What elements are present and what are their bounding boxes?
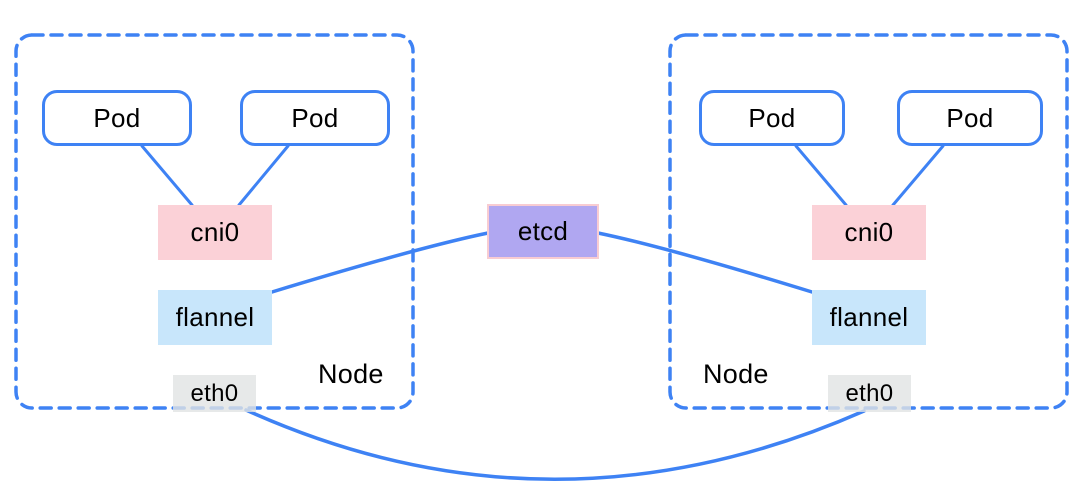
node1-pod1-box: Pod xyxy=(42,90,192,146)
node2-flannel-box: flannel xyxy=(812,290,926,345)
node1-eth0-box: eth0 xyxy=(173,375,256,412)
node2-pod2-box: Pod xyxy=(897,90,1043,146)
edge-node1-eth0-to-node2-eth0 xyxy=(244,408,866,481)
edge-node2-pod2-to-cni0 xyxy=(891,144,945,207)
node2-eth0-box: eth0 xyxy=(828,375,911,412)
edge-node1-pod1-to-cni0 xyxy=(140,144,194,207)
edge-node1-flannel-to-etcd xyxy=(270,231,490,294)
node1-cni0-box: cni0 xyxy=(158,205,272,260)
etcd-box: etcd xyxy=(487,204,599,259)
edge-etcd-to-node2-flannel xyxy=(596,231,814,294)
node1-pod2-box: Pod xyxy=(240,90,390,146)
node1-label: Node xyxy=(318,359,384,389)
node2-cni0-box: cni0 xyxy=(812,205,926,260)
edge-node2-pod1-to-cni0 xyxy=(794,144,848,207)
node1-flannel-box: flannel xyxy=(158,290,272,345)
edge-node1-pod2-to-cni0 xyxy=(237,144,290,207)
node2-label: Node xyxy=(703,359,769,389)
node2-pod1-box: Pod xyxy=(699,90,845,146)
